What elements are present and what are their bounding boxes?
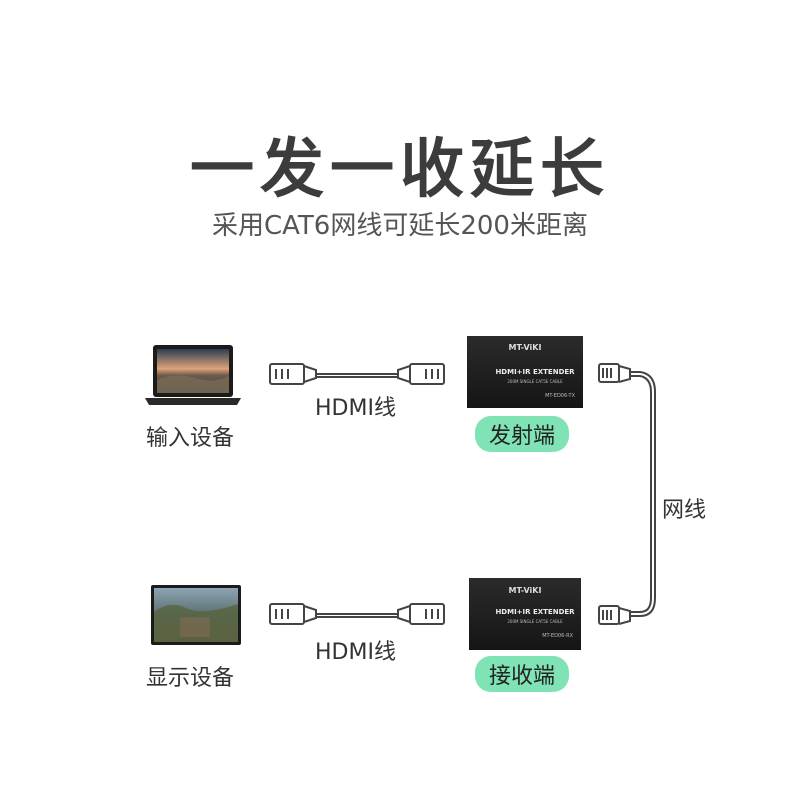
receiver-brand: MT-ViKI: [509, 586, 542, 595]
hdmi-cable-bottom-label: HDMI线: [315, 640, 396, 665]
receiver-label: 接收端: [475, 656, 570, 692]
network-cable-icon: [598, 363, 656, 625]
transmitter-spec: 200M SINGLE CAT5E CABLE: [507, 379, 563, 384]
display-device-label: 显示设备: [146, 666, 235, 691]
hdmi-cable-top-icon: [269, 363, 445, 385]
receiver-spec: 200M SINGLE CAT5E CABLE: [507, 619, 563, 624]
hdmi-cable-bottom-icon: [269, 603, 445, 625]
transmitter-label: 发射端: [475, 416, 570, 452]
receiver-box: MT-ViKI HDMI+IR EXTENDER 200M SINGLE CAT…: [469, 578, 581, 650]
laptop-icon: [145, 345, 241, 405]
transmitter-product: HDMI+IR EXTENDER: [495, 368, 575, 376]
receiver-model: MT-ED06-RX: [542, 633, 573, 639]
page-subtitle: 采用CAT6网线可延长200米距离: [212, 211, 588, 241]
receiver-product: HDMI+IR EXTENDER: [495, 608, 575, 616]
transmitter-model: MT-ED06-TX: [545, 393, 575, 399]
transmitter-box: MT-ViKI HDMI+IR EXTENDER 200M SINGLE CAT…: [467, 336, 583, 408]
input-device-label: 输入设备: [146, 426, 235, 451]
hdmi-cable-top-label: HDMI线: [315, 396, 396, 421]
monitor-icon: [151, 585, 241, 645]
transmitter-brand: MT-ViKI: [509, 343, 542, 352]
page-title: 一发一收延长: [190, 133, 610, 207]
network-cable-label: 网线: [662, 498, 707, 523]
